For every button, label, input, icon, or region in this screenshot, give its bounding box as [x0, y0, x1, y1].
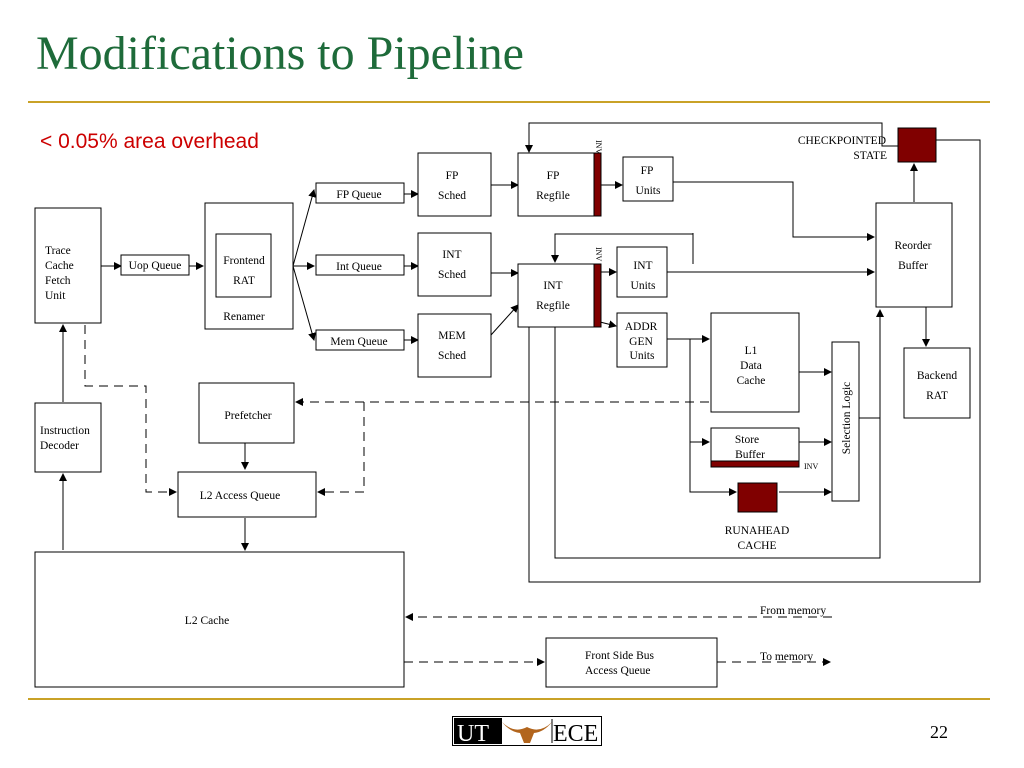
front-side-bus-access-queue: Front Side Bus Access Queue: [585, 650, 655, 677]
fp-inv-label: INV: [594, 140, 603, 154]
store-buffer-inv-bits: [710, 460, 800, 468]
svg-text:Decoder: Decoder: [40, 440, 79, 452]
trace-cache-fetch-unit: Trace Cache Fetch Unit: [45, 245, 74, 302]
svg-text:Units: Units: [636, 185, 661, 197]
page-number: 22: [930, 722, 948, 742]
checkpointed-state: CHECKPOINTED STATE: [798, 135, 887, 162]
svg-text:Store: Store: [735, 434, 759, 446]
svg-text:Sched: Sched: [438, 190, 466, 202]
svg-text:Cache: Cache: [45, 260, 74, 272]
reorder-buffer: Reorder Buffer: [894, 240, 931, 272]
svg-text:Units: Units: [630, 350, 655, 362]
svg-text:Buffer: Buffer: [898, 260, 928, 272]
svg-text:FP: FP: [446, 170, 459, 182]
svg-text:Data: Data: [740, 360, 762, 372]
svg-text:Cache: Cache: [737, 375, 766, 387]
svg-text:Regfile: Regfile: [536, 300, 570, 312]
svg-text:Reorder: Reorder: [894, 240, 931, 252]
svg-text:Access Queue: Access Queue: [585, 665, 650, 677]
svg-text:Trace: Trace: [45, 245, 71, 257]
slide-title: Modifications to Pipeline: [36, 27, 524, 80]
footer-rule: [28, 698, 990, 700]
title-rule: [28, 101, 990, 103]
svg-text:Frontend: Frontend: [223, 255, 265, 267]
svg-text:Backend: Backend: [917, 370, 957, 382]
to-memory-label: To memory: [760, 651, 813, 663]
svg-text:FP: FP: [547, 170, 560, 182]
ut-ece-logo: UT ECE: [452, 716, 602, 746]
svg-text:INT: INT: [633, 260, 652, 272]
mem-queue: Mem Queue: [330, 336, 387, 348]
frontend-rat: Frontend RAT: [223, 255, 265, 287]
runahead-cache: RUNAHEAD CACHE: [725, 525, 790, 552]
svg-text:FP: FP: [641, 165, 654, 177]
fp-regfile: FP Regfile: [536, 170, 570, 202]
svg-text:UT: UT: [457, 721, 489, 746]
svg-text:CACHE: CACHE: [738, 540, 777, 552]
prefetcher: Prefetcher: [224, 410, 271, 422]
svg-text:Buffer: Buffer: [735, 449, 765, 461]
selection-logic: Selection Logic: [841, 382, 853, 455]
svg-text:Instruction: Instruction: [40, 425, 90, 437]
svg-text:Front Side Bus: Front Side Bus: [585, 650, 655, 662]
fp-sched: FP Sched: [438, 170, 466, 202]
int-inv-label: INV: [594, 247, 603, 261]
svg-text:CHECKPOINTED: CHECKPOINTED: [798, 135, 886, 147]
fp-queue: FP Queue: [336, 189, 381, 201]
int-regfile: INT Regfile: [536, 280, 570, 312]
svg-text:Sched: Sched: [438, 350, 466, 362]
svg-text:ADDR: ADDR: [625, 321, 658, 333]
svg-text:GEN: GEN: [629, 336, 653, 348]
int-inv-bits: [593, 263, 602, 328]
svg-text:INT: INT: [442, 249, 461, 261]
svg-text:Fetch: Fetch: [45, 275, 71, 287]
svg-text:Units: Units: [631, 280, 656, 292]
store-buffer: Store Buffer: [735, 434, 765, 461]
int-queue: Int Queue: [336, 261, 382, 273]
svg-text:INT: INT: [543, 280, 562, 292]
l2-access-queue: L2 Access Queue: [200, 490, 280, 502]
svg-text:L1: L1: [745, 345, 758, 357]
svg-text:RUNAHEAD: RUNAHEAD: [725, 525, 790, 537]
addr-gen-units: ADDR GEN Units: [625, 321, 658, 362]
mem-sched: MEM Sched: [438, 330, 466, 362]
svg-text:RAT: RAT: [233, 275, 255, 287]
int-units: INT Units: [631, 260, 656, 292]
longhorn-icon: [502, 722, 552, 743]
area-overhead-note: < 0.05% area overhead: [40, 130, 259, 153]
instruction-decoder: Instruction Decoder: [40, 425, 90, 452]
svg-text:Regfile: Regfile: [536, 190, 570, 202]
int-sched: INT Sched: [438, 249, 466, 281]
svg-text:Unit: Unit: [45, 290, 66, 302]
svg-text:ECE: ECE: [553, 721, 598, 746]
renamer: Renamer: [223, 311, 265, 323]
svg-text:MEM: MEM: [438, 330, 465, 342]
l1-data-cache: L1 Data Cache: [737, 345, 766, 387]
svg-text:Sched: Sched: [438, 269, 466, 281]
l2-cache: L2 Cache: [185, 615, 229, 627]
store-buffer-inv-label: INV: [804, 462, 818, 471]
from-memory-label: From memory: [760, 605, 826, 617]
svg-text:STATE: STATE: [853, 150, 887, 162]
svg-text:RAT: RAT: [926, 390, 948, 402]
uop-queue: Uop Queue: [129, 260, 182, 272]
fp-units: FP Units: [636, 165, 661, 197]
backend-rat: Backend RAT: [917, 370, 957, 402]
checkpointed-state-block: [897, 127, 937, 163]
fp-inv-bits: [593, 152, 602, 217]
runahead-cache-block: [737, 482, 778, 513]
